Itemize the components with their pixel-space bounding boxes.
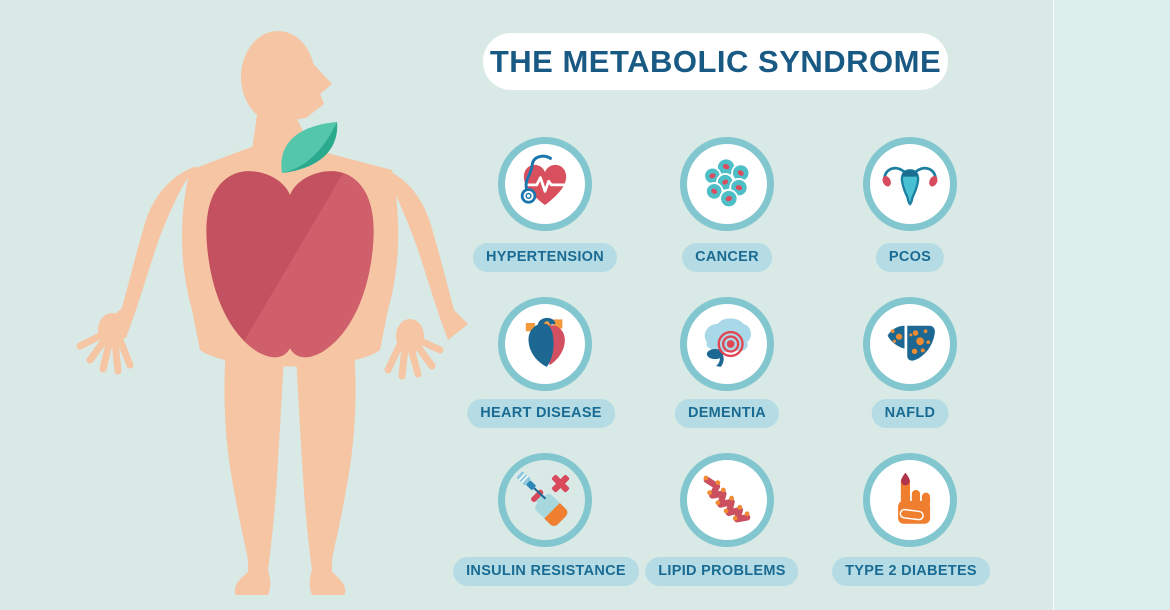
cancer-label: CANCER — [682, 243, 772, 272]
lipid-chain-icon — [703, 475, 751, 523]
hypertension-label: HYPERTENSION — [472, 243, 618, 272]
cancer-circle — [680, 137, 774, 231]
lipid-problems-label: LIPID PROBLEMS — [645, 557, 799, 586]
dementia-circle — [680, 297, 774, 391]
nafld-label: NAFLD — [871, 399, 949, 428]
insulin-resistance-label: INSULIN RESISTANCE — [453, 557, 639, 586]
dementia-label: DEMENTIA — [674, 399, 780, 428]
hypertension-circle — [498, 137, 592, 231]
anatomical-heart-icon — [525, 317, 565, 367]
pcos-label: PCOS — [875, 243, 945, 272]
pcos-circle — [863, 137, 957, 231]
type-2-diabetes-circle — [863, 453, 957, 547]
heart-disease-circle — [498, 297, 592, 391]
insulin-resistance-circle — [498, 453, 592, 547]
uterus-ovaries-icon — [882, 166, 938, 206]
nafld-circle — [863, 297, 957, 391]
brain-target-icon — [704, 318, 751, 367]
background-strip — [1053, 0, 1170, 610]
person-apple-illustration — [76, 31, 468, 595]
heart-disease-label: HEART DISEASE — [467, 399, 615, 428]
lipid-problems-circle — [680, 453, 774, 547]
fatty-liver-icon — [887, 325, 935, 361]
type-2-diabetes-label: TYPE 2 DIABETES — [832, 557, 990, 586]
page-title: THE METABOLIC SYNDROME — [489, 43, 942, 79]
finger-blood-drop-icon — [898, 472, 931, 524]
cancer-cells-icon — [703, 157, 751, 209]
heart-ecg-stethoscope-icon — [520, 154, 567, 206]
title-banner: THE METABOLIC SYNDROME — [483, 33, 948, 90]
syringe-vial-cross-icon — [517, 471, 570, 527]
